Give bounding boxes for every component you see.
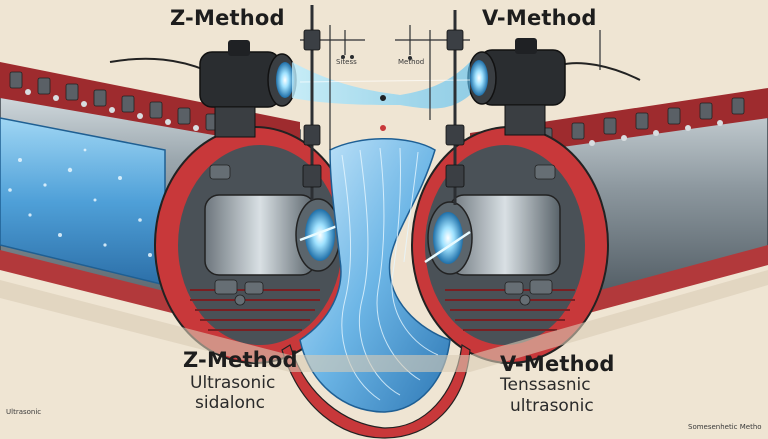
z-method-bottom-line1: Ultrasonic — [190, 373, 276, 393]
left-device-caption: Sitess — [336, 58, 357, 66]
z-method-bottom-title: Z-Method — [183, 348, 298, 372]
right-device-caption: Method — [398, 58, 425, 66]
z-method-top-label: Z-Method — [170, 6, 285, 30]
v-method-bottom-line2: ultrasonic — [510, 396, 594, 416]
v-method-top-label: V-Method — [482, 6, 597, 30]
v-method-bottom-line1: Tenssasnic — [500, 375, 591, 395]
bottom-left-caption: Ultrasonic — [6, 408, 42, 416]
bottom-right-caption: Somesenhetic Metho — [688, 423, 762, 431]
z-method-bottom-line2: sidalonc — [195, 393, 266, 413]
v-method-bottom-title: V-Method — [500, 352, 615, 376]
